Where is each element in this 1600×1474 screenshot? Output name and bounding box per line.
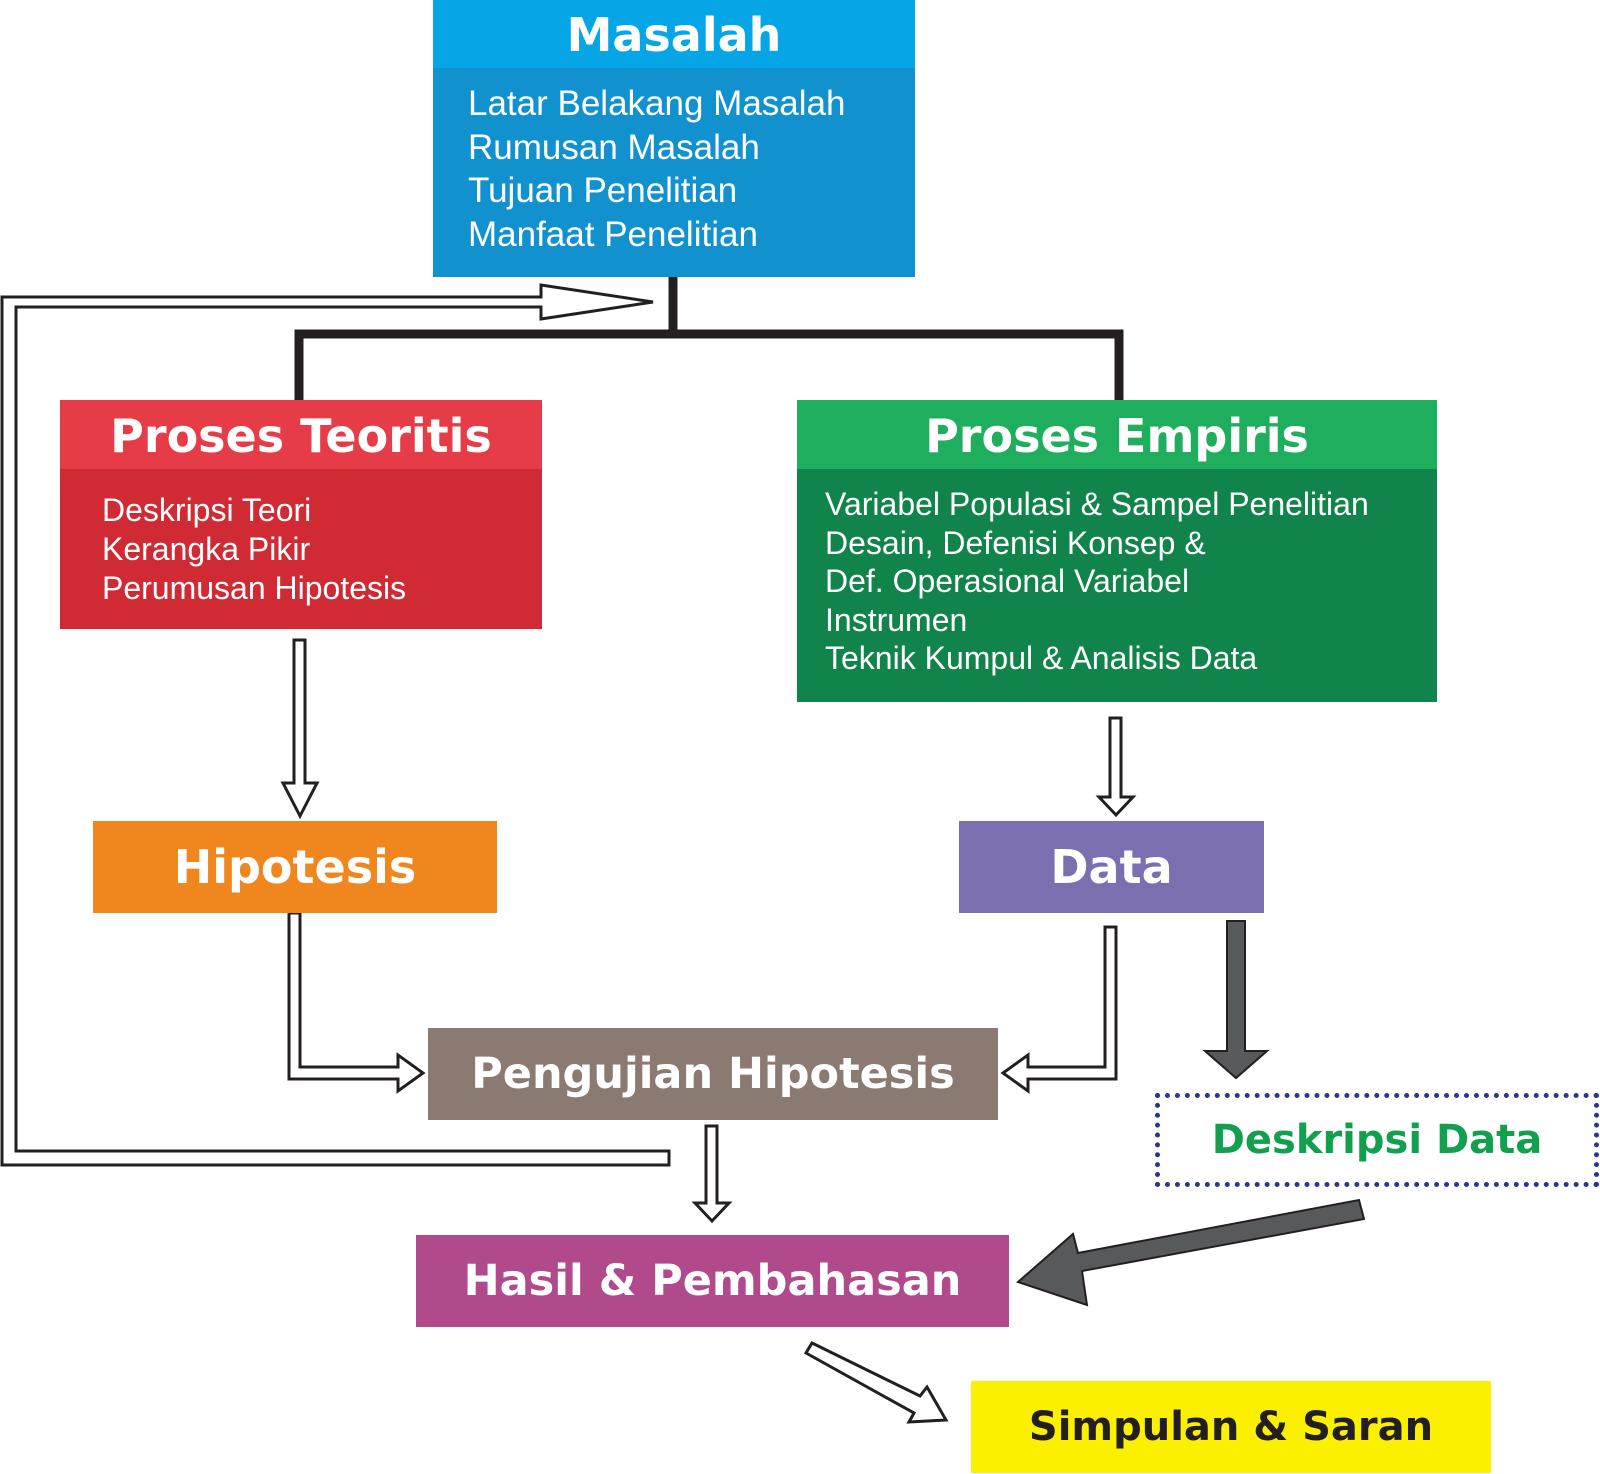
masalah-items: Latar Belakang Masalah Rumusan Masalah T…	[433, 68, 915, 256]
masalah-item: Rumusan Masalah	[468, 127, 760, 167]
deskripsi-data-box: Deskripsi Data	[1155, 1093, 1599, 1187]
pengujian-hipotesis-box: Pengujian Hipotesis	[428, 1028, 998, 1120]
simpulan-saran-label: Simpulan & Saran	[1028, 1404, 1434, 1450]
hipotesis-box: Hipotesis	[93, 821, 497, 913]
arrow-deskripsi-to-hasil	[1016, 1198, 1366, 1307]
proses-empiris-item: Instrumen	[825, 601, 968, 638]
hasil-pembahasan-label: Hasil & Pembahasan	[463, 1256, 962, 1306]
deskripsi-data-label: Deskripsi Data	[1211, 1117, 1543, 1163]
hasil-pembahasan-box: Hasil & Pembahasan	[416, 1235, 1009, 1327]
masalah-title: Masalah	[433, 0, 915, 68]
feedback-loop-arrow	[0, 283, 671, 1167]
proses-teoritis-box: Proses Teoritis Deskripsi Teori Kerangka…	[60, 400, 542, 629]
tree-connector	[294, 277, 1124, 400]
arrow-hasil-to-simpulan	[803, 1341, 949, 1424]
arrow-data-to-pengujian	[1000, 925, 1118, 1094]
proses-empiris-items: Variabel Populasi & Sampel Penelitian De…	[797, 469, 1437, 678]
masalah-item: Manfaat Penelitian	[468, 214, 758, 254]
proses-teoritis-title: Proses Teoritis	[60, 400, 542, 469]
data-label: Data	[1050, 840, 1173, 894]
simpulan-saran-box: Simpulan & Saran	[971, 1381, 1491, 1473]
proses-teoritis-items: Deskripsi Teori Kerangka Pikir Perumusan…	[60, 469, 542, 608]
arrow-teoritis-to-hipotesis	[280, 638, 320, 820]
masalah-item: Tujuan Penelitian	[468, 171, 738, 210]
pengujian-hipotesis-label: Pengujian Hipotesis	[471, 1049, 955, 1099]
proses-teoritis-item: Kerangka Pikir	[102, 531, 311, 567]
proses-empiris-item: Def. Operasional Variabel	[825, 563, 1190, 600]
arrow-data-to-deskripsi	[1202, 920, 1270, 1080]
data-box: Data	[959, 821, 1264, 913]
proses-teoritis-item: Perumusan Hipotesis	[102, 570, 407, 606]
proses-empiris-title: Proses Empiris	[797, 400, 1437, 469]
proses-teoritis-item: Deskripsi Teori	[102, 492, 312, 528]
arrow-pengujian-to-hasil	[691, 1124, 733, 1224]
proses-empiris-item: Variabel Populasi & Sampel Penelitian	[825, 486, 1369, 522]
proses-empiris-item: Desain, Defenisi Konsep &	[825, 524, 1206, 561]
proses-empiris-item: Teknik Kumpul & Analisis Data	[825, 640, 1258, 677]
arrow-hipotesis-to-pengujian	[287, 911, 426, 1094]
hipotesis-label: Hipotesis	[173, 840, 417, 894]
arrow-empiris-to-data	[1095, 716, 1137, 818]
masalah-item: Latar Belakang Masalah	[468, 84, 846, 123]
proses-empiris-box: Proses Empiris Variabel Populasi & Sampe…	[797, 400, 1437, 702]
masalah-box: Masalah Latar Belakang Masalah Rumusan M…	[433, 0, 915, 277]
